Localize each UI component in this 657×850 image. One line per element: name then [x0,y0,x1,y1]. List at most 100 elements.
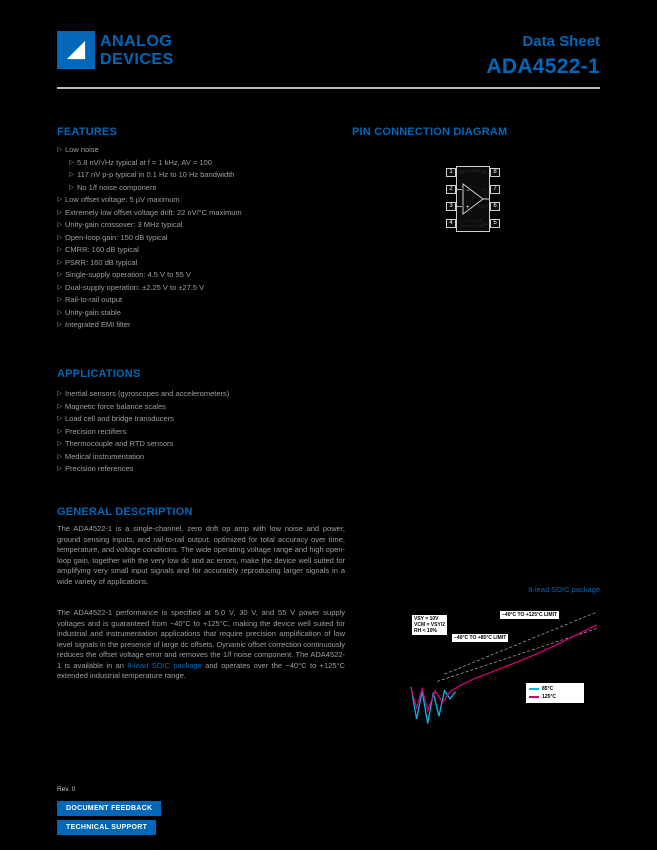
not-to-scale-text: (Not to Scale) [460,223,486,228]
feature-item-label: Single-supply operation: 4.5 V to 55 V [65,270,191,279]
applications-heading: APPLICATIONS [57,368,141,380]
general-description-heading: GENERAL DESCRIPTION [57,506,193,518]
feature-item: ▷Extremely low offset voltage drift: 22 … [57,207,345,220]
bullet-icon: ▷ [57,221,62,228]
application-item-label: Precision references [65,464,134,473]
feature-item: ▷Integrated EMI filter [57,319,345,332]
feature-item: ▷No 1/f noise component [69,182,345,195]
pin-name-5: NC [481,221,489,226]
technical-support-button[interactable]: TECHNICAL SUPPORT [57,820,157,835]
bullet-icon: ▷ [69,183,74,191]
feature-item-label: Unity-gain stable [65,307,121,317]
application-item-label: Inertial sensors (gyroscopes and acceler… [65,389,230,398]
revision-label: Rev. 0 [57,786,76,793]
application-item: ▷Thermocouple and RTD sensors [57,438,345,451]
pin-box-2: 2 [446,185,456,194]
limit-85-label: −40°C TO +85°C LIMIT [451,633,510,643]
pin-box-1: 1 [446,168,456,177]
feature-item-label: Dual-supply operation: ±2.25 V to ±27.5 … [65,282,205,292]
bullet-icon: ▷ [57,233,62,241]
svg-text:−: − [466,188,470,194]
feature-item: ▷Single-supply operation: 4.5 V to 55 V [57,269,345,282]
feature-item-label: 5.8 nV/√Hz typical at f = 1 kHz, AV = 10… [77,157,212,167]
feature-item-label: Extremely low offset voltage drift: 22 n… [65,207,242,217]
pin-box-7: 7 [490,185,500,194]
pin-box-4: 4 [446,219,456,228]
condition-rh: RH < 10% [414,628,437,634]
pin-name-8: NC [481,170,489,175]
brand-line1: ANALOG [100,33,173,50]
feature-item: ▷Low noise [57,144,345,157]
bullet-icon: ▷ [57,465,62,472]
feature-item: ▷Unity-gain crossover: 3 MHz typical [57,219,345,232]
p2-text-after: and operates over the −40°C to +125°C ex… [57,660,345,681]
pin-name-4: V− [458,221,464,226]
application-item: ▷Medical instrumentation [57,451,345,464]
feature-item: ▷Unity-gain stable [57,307,345,320]
application-item: ▷Magnetic force balance scales [57,401,345,414]
general-description-p2: The ADA4522-1 performance is specified a… [57,608,345,682]
bullet-icon: ▷ [57,452,62,460]
pin-box-8: 8 [490,168,500,177]
part-number: ADA4522-1 [486,55,600,78]
bullet-icon: ▷ [57,321,62,328]
soic-package-link[interactable]: 8-lead SOIC package [127,660,202,670]
bullet-icon: ▷ [57,440,62,447]
application-item-label: Thermocouple and RTD sensors [65,439,174,448]
application-item-label: Medical instrumentation [65,451,145,461]
pin-diagram-heading: PIN CONNECTION DIAGRAM [352,126,508,138]
application-item: ▷Precision rectifiers [57,426,345,439]
legend-label-1: 85°C [542,686,554,692]
application-item-label: Magnetic force balance scales [65,401,166,411]
legend-row-1: 85°C [529,685,581,693]
p2-text-before: The ADA4522-1 performance is specified a… [57,608,345,670]
top-view-text: TOP VIEW [463,218,483,223]
bullet-icon: ▷ [57,402,62,410]
legend-row-2: 125°C [529,693,581,701]
bullet-icon: ▷ [57,283,62,291]
package-part-label: ADA4522-1 [461,168,485,173]
condition-vcm: VCM = VSY/2 [414,622,445,628]
feature-item: ▷Dual-supply operation: ±2.25 V to ±27.5… [57,282,345,295]
application-item-label: Precision rectifiers [65,426,127,436]
feature-item-label: Unity-gain crossover: 3 MHz typical [65,220,183,229]
brand-line2: DEVICES [100,51,174,68]
svg-text:+: + [466,205,470,211]
chart-conditions-box: VSY = 10V VCM = VSY/2 RH < 10% [411,614,448,636]
features-list: ▷Low noise▷5.8 nV/√Hz typical at f = 1 k… [57,144,345,332]
chart-plot-area [403,596,605,739]
pin-box-5: 5 [490,219,500,228]
legend-swatch-magenta [529,696,539,698]
feature-item: ▷PSRR: 160 dB typical [57,257,345,270]
legend-label-2: 125°C [542,694,556,700]
offset-voltage-chart: VSY = 10V VCM = VSY/2 RH < 10% −40°C TO … [403,596,605,734]
features-heading: FEATURES [57,126,118,138]
feature-item: ▷117 nV p-p typical in 0.1 Hz to 10 Hz b… [69,169,345,182]
header-rule [57,87,600,89]
feature-item-label: PSRR: 160 dB typical [65,257,138,267]
feature-item-label: CMRR: 160 dB typical [65,245,139,254]
adi-logo-icon[interactable] [57,31,95,69]
document-feedback-button[interactable]: DOCUMENT FEEDBACK [57,801,162,816]
bullet-icon: ▷ [57,196,62,203]
bullet-icon: ▷ [57,390,62,397]
feature-item-label: Open-loop gain: 150 dB typical [65,232,168,242]
general-description-p1: The ADA4522-1 is a single-channel, zero … [57,524,345,586]
adi-triangle-icon [66,40,86,60]
feature-item-label: Integrated EMI filter [65,320,131,329]
chart-legend: 85°C 125°C [525,682,585,704]
feature-item: ▷5.8 nV/√Hz typical at f = 1 kHz, AV = 1… [69,157,345,170]
bullet-icon: ▷ [69,171,74,178]
pin-name-3: +IN [458,204,466,209]
pin-name-1: NC [458,170,465,175]
application-item-label: Load cell and bridge transducers [65,414,174,423]
feature-item: ▷Rail-to-rail output [57,294,345,307]
feature-item-label: Low noise [65,145,99,154]
feature-item-label: Low offset voltage: 5 µV maximum [65,195,180,204]
pin-name-7: V+ [482,187,488,192]
feature-item-label: 117 nV p-p typical in 0.1 Hz to 10 Hz ba… [77,170,235,179]
feature-item: ▷CMRR: 160 dB typical [57,244,345,257]
pin-name-2: −IN [458,187,466,192]
figure-reference-link[interactable]: 8-lead SOIC package [528,585,600,594]
bullet-icon: ▷ [57,258,62,266]
